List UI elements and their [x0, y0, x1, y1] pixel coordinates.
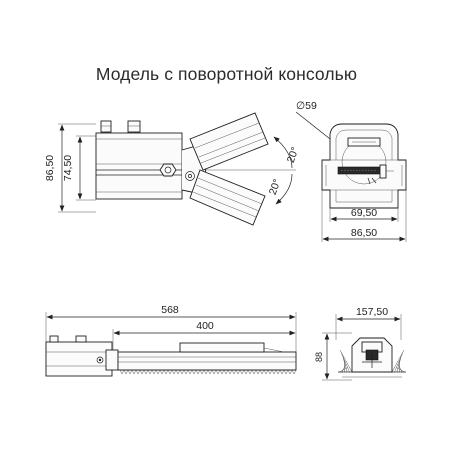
profile-outline	[321, 123, 407, 209]
dim-length-body: 400	[196, 320, 214, 332]
side-view: 86,50 74,50	[44, 112, 302, 226]
top-bolt	[100, 120, 141, 133]
dim-side-height-body: 74,50	[62, 155, 74, 181]
dim-angle-top: 20°	[285, 145, 302, 164]
dim-diameter: ∅59	[296, 100, 317, 112]
heatsink-fins	[339, 349, 405, 373]
angle-arc-top	[273, 136, 293, 169]
dim-side-height-total: 86,50	[44, 155, 56, 181]
angle-arc-bottom	[275, 173, 293, 205]
hinge-nut	[159, 163, 177, 177]
luminaire-housing	[117, 351, 297, 371]
dim-front-inner-width: 69,50	[351, 207, 377, 219]
dim-end-width: 157,50	[356, 306, 388, 318]
dim-angle-bottom: 20°	[267, 177, 284, 196]
dim-end-height: 88	[314, 352, 324, 362]
dim-length-total: 568	[161, 304, 179, 316]
arm-tilted-up	[189, 112, 269, 171]
bottom-view: 568 400	[45, 304, 297, 377]
end-view: 157,50 88	[314, 306, 406, 381]
console-bracket	[45, 341, 113, 377]
page-title: Модель с поворотной консолью	[95, 64, 358, 84]
front-view: ∅59 69,50 86,50	[295, 100, 407, 242]
dim-front-total-width: 86,50	[351, 227, 377, 239]
arm-tilted-down	[189, 169, 266, 226]
